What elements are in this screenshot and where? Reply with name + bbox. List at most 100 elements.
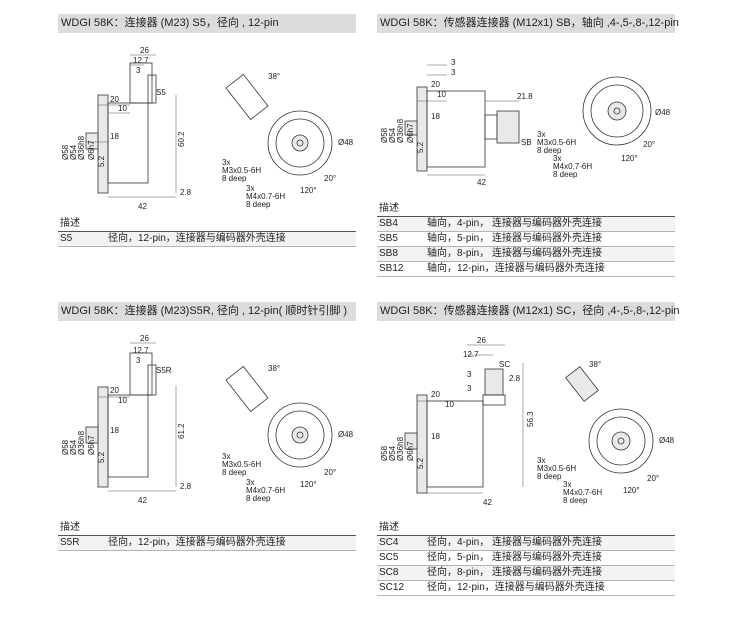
dim-label: Ø54 — [69, 144, 78, 160]
row-code: SC8 — [379, 567, 399, 578]
connector-plug — [147, 364, 157, 396]
flange — [416, 86, 428, 172]
dim-label: 120° — [300, 186, 317, 195]
dim-label: 3 — [136, 356, 141, 365]
row-code: S5 — [60, 233, 73, 244]
dim-label: Ø48 — [655, 108, 671, 117]
dim-label: M4x0.7-6H — [553, 162, 592, 171]
dim-label: 3x — [537, 130, 545, 139]
table-row: SB5 轴向，5-pin， 连接器与编码器外壳连接 — [377, 232, 675, 247]
dim-label: 3x — [222, 452, 230, 461]
dim-label: 18 — [110, 132, 119, 141]
front-connector — [565, 366, 599, 402]
dim-label: Ø36h8 — [396, 118, 405, 143]
dim-label: 18 — [431, 432, 440, 441]
table-header: 描述 — [58, 521, 356, 536]
dim-label: M3x0.5-6H — [537, 138, 576, 147]
row-desc: 轴向，5-pin， 连接器与编码器外壳连接 — [427, 233, 603, 244]
table-header: 描述 — [377, 521, 675, 536]
dim-label: 5.2 — [97, 155, 106, 167]
dim-label: Ø36h8 — [77, 430, 86, 455]
dim-label: 20° — [324, 174, 336, 183]
dim-label: 8 deep — [222, 174, 247, 183]
dim-label: Ø54 — [388, 445, 397, 461]
dim-label: Ø54 — [388, 127, 397, 143]
front-flange — [267, 110, 333, 176]
dim-label: M3x0.5-6H — [537, 464, 576, 473]
dim-label: 2.8 — [509, 374, 521, 383]
dim-label: 3x — [222, 158, 230, 167]
connector-plug — [484, 368, 504, 396]
front-flange — [582, 76, 652, 146]
row-code: SC12 — [379, 582, 405, 593]
dim-label: S5 — [156, 88, 166, 97]
spec-table: 描述 S5 径向，12-pin，连接器与编码器外壳连接 — [58, 217, 356, 247]
connector-plug — [147, 74, 157, 104]
dim-label: Ø6h7 — [406, 123, 415, 143]
flange — [97, 386, 109, 488]
dim-label: M3x0.5-6H — [222, 166, 261, 175]
dim-label: 3x — [553, 154, 561, 163]
front-connector — [225, 365, 269, 413]
row-desc: 径向，12-pin，连接器与编码器外壳连接 — [108, 233, 286, 244]
dim-label: M4x0.7-6H — [563, 488, 602, 497]
dim-label: SC — [499, 360, 510, 369]
row-code: SB12 — [379, 263, 404, 274]
panel-title: WDGI 58K：传感器连接器 (M12x1) SB，轴向 ,4-,5-,8-,… — [377, 14, 679, 33]
row-code: SB4 — [379, 218, 398, 229]
dim-label: 10 — [437, 90, 446, 99]
front-flange — [267, 402, 333, 468]
front-connector — [225, 73, 269, 121]
panel-sc: WDGI 58K：传感器连接器 (M12x1) SC，径向 ,4-,5-,8-,… — [377, 302, 680, 596]
dim-label: 3 — [467, 370, 472, 379]
dim-label: 2.8 — [180, 188, 192, 197]
dim-label: Ø58 — [61, 439, 70, 455]
table-header: 描述 — [58, 217, 356, 232]
panel-s5r: WDGI 58K：连接器 (M23)S5R, 径向 , 12-pin( 顺时针引… — [58, 302, 356, 551]
dim-label: 61.2 — [177, 423, 186, 439]
dim-label: 2.8 — [180, 482, 192, 491]
dim-label: M4x0.7-6H — [246, 486, 285, 495]
row-code: SB5 — [379, 233, 398, 244]
dim-label: 20° — [643, 140, 655, 149]
dim-label: Ø58 — [380, 445, 389, 461]
flange — [416, 394, 428, 494]
dim-label: Ø36h8 — [77, 135, 86, 160]
dim-label: 8 deep — [553, 170, 578, 179]
dim-label: 26 — [140, 46, 149, 55]
row-desc: 轴向，4-pin， 连接器与编码器外壳连接 — [427, 218, 603, 229]
dim-label: Ø48 — [338, 430, 354, 439]
technical-drawing: 26 12.7 3 S5R 20 10 18 Ø58 Ø54 Ø36h8 Ø6h… — [61, 334, 354, 505]
dim-label: 20 — [110, 95, 119, 104]
table-row: SC12 径向，12-pin，连接器与编码器外壳连接 — [377, 581, 675, 596]
row-desc: 径向，8-pin， 连接器与编码器外壳连接 — [427, 567, 603, 578]
shaft — [404, 120, 418, 136]
connector-plug — [496, 110, 520, 144]
dim-label: 18 — [110, 426, 119, 435]
dim-label: 26 — [140, 334, 149, 343]
dim-label: 60.2 — [177, 131, 186, 147]
row-desc: 轴向，8-pin， 连接器与编码器外壳连接 — [427, 248, 603, 259]
dim-label: 20 — [431, 80, 440, 89]
table-row: S5 径向，12-pin，连接器与编码器外壳连接 — [58, 232, 356, 247]
dim-label: 38° — [589, 360, 601, 369]
dim-label: 120° — [621, 154, 638, 163]
dim-label: 3x — [246, 478, 254, 487]
row-code: SC4 — [379, 537, 399, 548]
dim-label: 3 — [136, 66, 141, 75]
dim-label: 12.7 — [133, 56, 149, 65]
dim-label: 10 — [445, 400, 454, 409]
shaft — [85, 426, 99, 444]
dim-label: Ø6h7 — [87, 140, 96, 160]
dim-label: 20 — [110, 386, 119, 395]
row-code: SC5 — [379, 552, 399, 563]
dim-label: 10 — [118, 396, 127, 405]
dim-label: 26 — [477, 336, 486, 345]
row-desc: 径向，12-pin，连接器与编码器外壳连接 — [427, 582, 605, 593]
connector-housing — [129, 62, 153, 104]
